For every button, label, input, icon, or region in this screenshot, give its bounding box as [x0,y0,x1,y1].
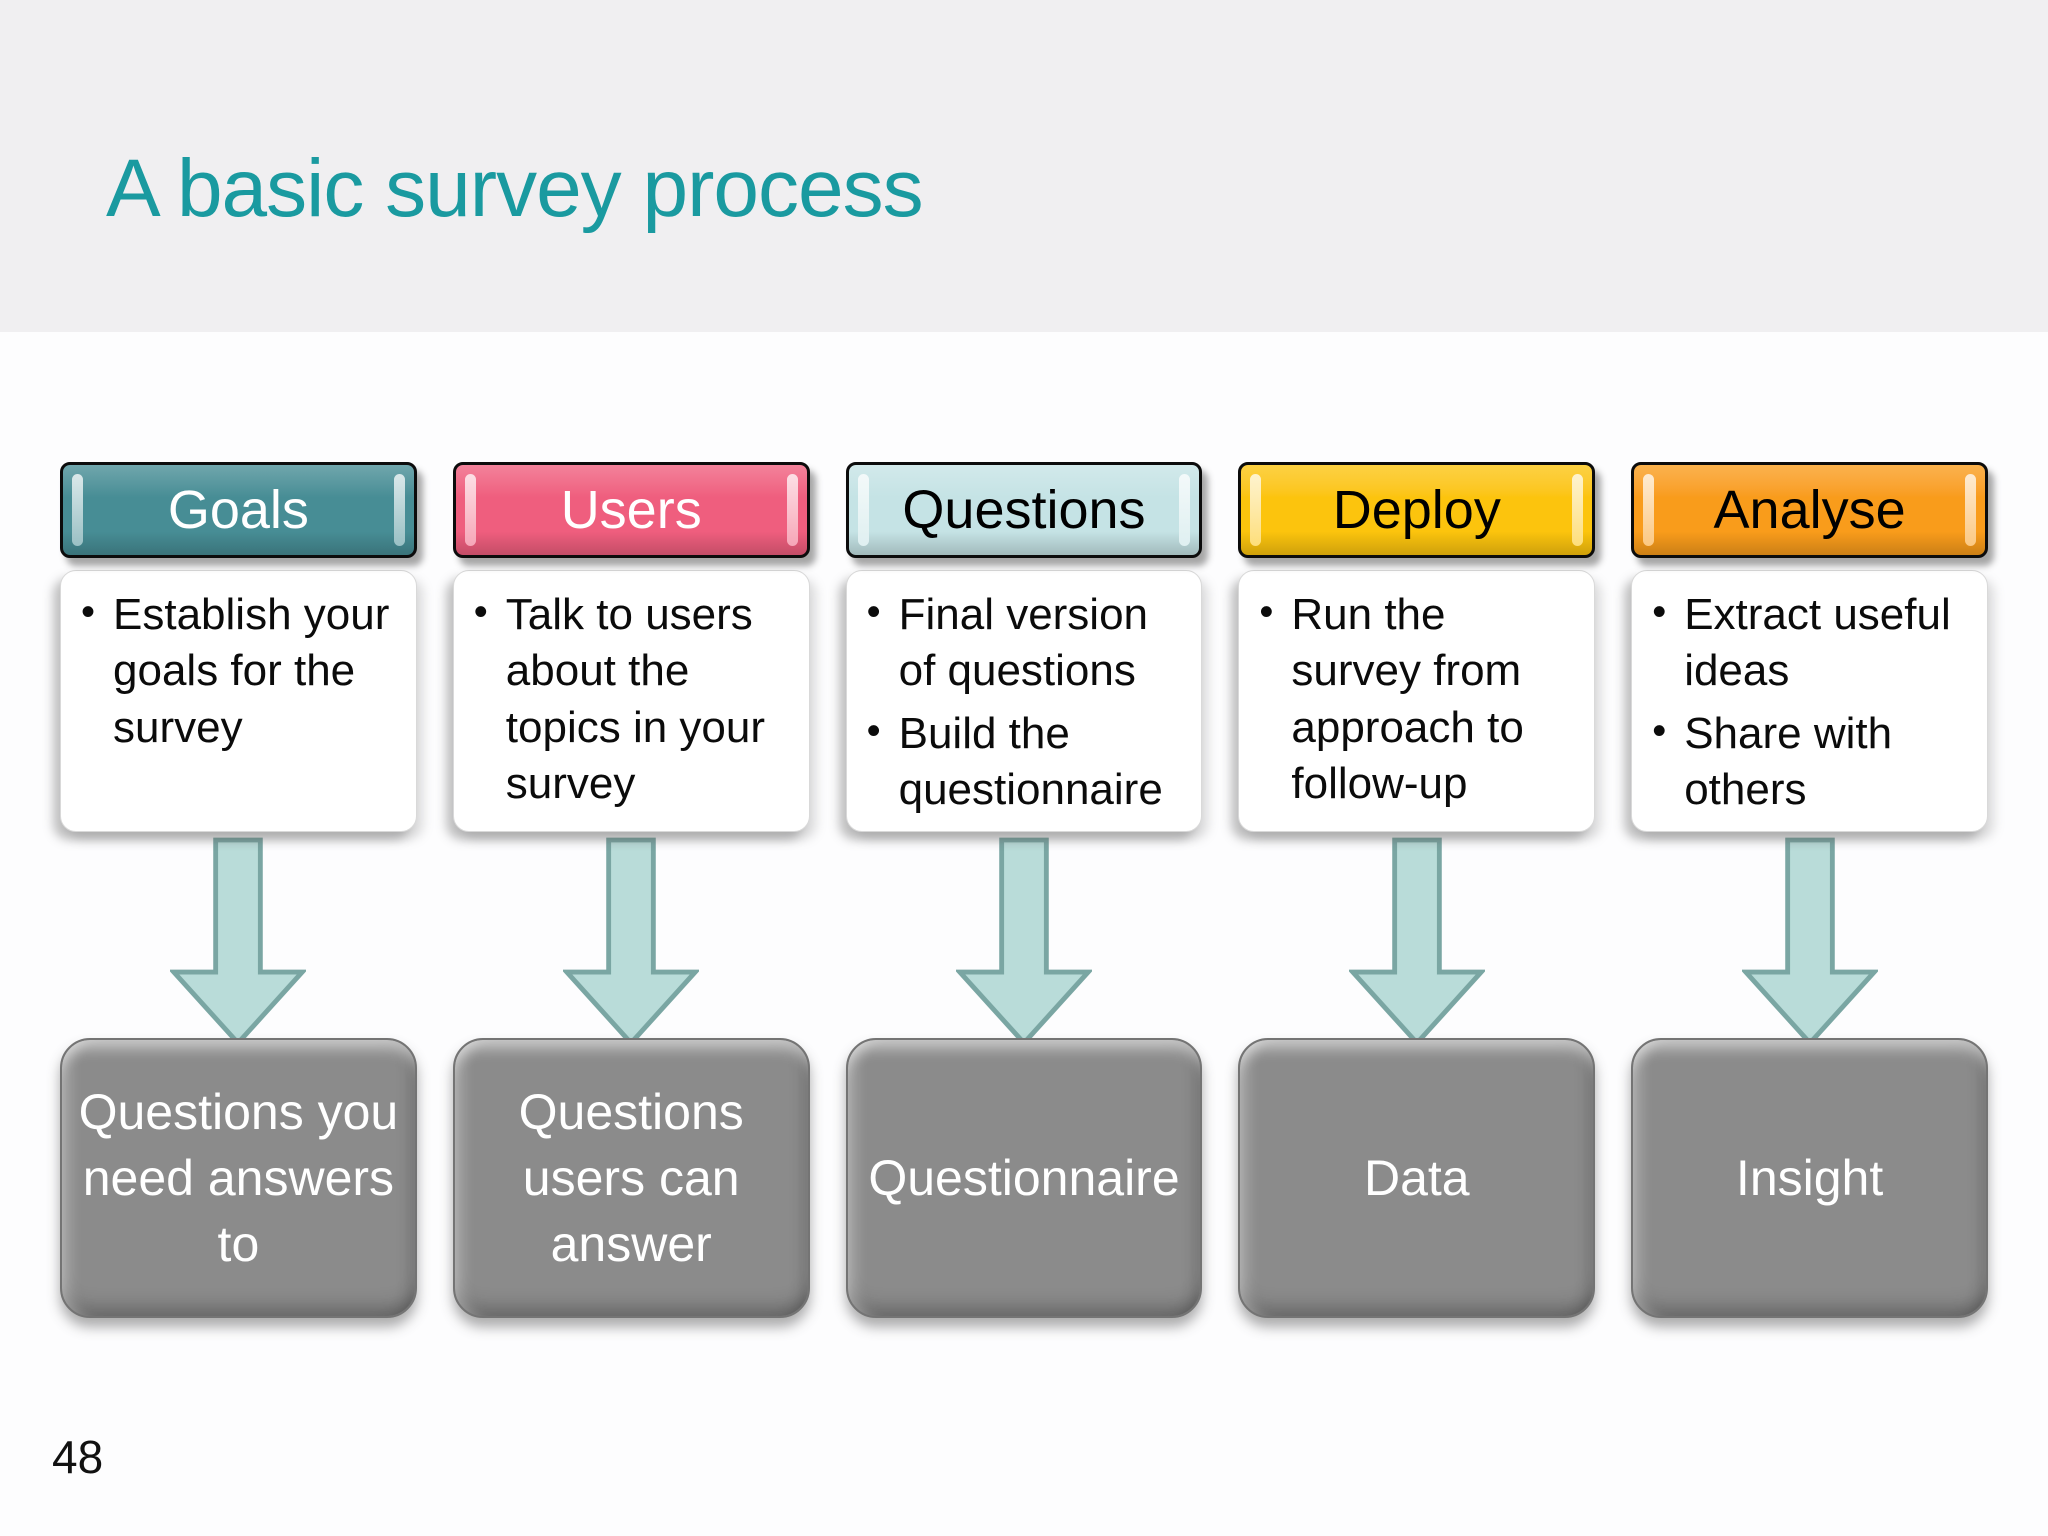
bullet-item: Extract useful ideas [1648,587,1973,700]
down-arrow-icon [1348,837,1485,1047]
output-box-analyse: Insight [1631,1038,1988,1318]
gloss-highlight [1964,474,1976,546]
stage-header-users: Users [452,462,810,558]
stage-header-label: Analyse [1713,480,1906,540]
stage-details-goals: Establish your goals for the survey [60,570,417,832]
output-label: Questions users can answer [518,1084,744,1272]
bullet-item: Build the questionnaire [863,706,1188,819]
down-arrow-icon [563,837,700,1047]
bullet-list: Run the survey from approach to follow-u… [1255,587,1580,812]
gloss-highlight [72,474,83,546]
gloss-highlight [1643,474,1655,546]
gloss-highlight [857,474,869,546]
output-label: Questionnaire [868,1150,1180,1206]
bullet-item: Run the survey from approach to follow-u… [1255,587,1580,812]
gloss-highlight [1179,474,1191,546]
title-band [0,0,2048,332]
slide-title: A basic survey process [106,143,924,234]
gloss-highlight [1250,474,1262,546]
down-arrow-icon [170,837,307,1047]
down-arrow-icon [1741,837,1878,1047]
process-column-deploy: Deploy Run the survey from approach to f… [1238,462,1596,1318]
process-columns: Goals Establish your goals for the surve… [60,462,1988,1318]
stage-header-questions: Questions [845,462,1203,558]
stage-details-analyse: Extract useful ideasShare with others [1631,570,1988,832]
process-column-users: Users Talk to users about the topics in … [452,462,810,1318]
bullet-list: Final version of questionsBuild the ques… [863,587,1188,818]
output-label: Data [1363,1150,1470,1206]
output-label: Insight [1735,1150,1884,1206]
stage-details-deploy: Run the survey from approach to follow-u… [1238,570,1596,832]
stage-header-label: Goals [167,480,309,540]
bullet-item: Share with others [1648,706,1973,819]
output-box-deploy: Data [1238,1038,1596,1318]
bullet-list: Talk to users about the topics in your s… [470,587,795,812]
bullet-list: Establish your goals for the survey [77,587,402,756]
stage-header-analyse: Analyse [1631,462,1988,558]
stage-header-label: Questions [902,480,1146,540]
gloss-highlight [393,474,405,546]
output-box-users: Questions users can answer [452,1038,810,1318]
page-number: 48 [52,1431,104,1483]
stage-details-questions: Final version of questionsBuild the ques… [845,570,1203,832]
process-column-analyse: Analyse Extract useful ideasShare with o… [1631,462,1988,1318]
output-label: Questions you need answers to [78,1084,399,1272]
output-box-questions: Questionnaire [845,1038,1203,1318]
stage-header-label: Users [560,480,702,540]
stage-header-label: Deploy [1332,480,1501,540]
bullet-item: Final version of questions [863,587,1188,700]
stage-header-goals: Goals [60,462,417,558]
output-box-goals: Questions you need answers to [60,1038,417,1318]
down-arrow-icon [955,837,1092,1047]
stage-header-deploy: Deploy [1238,462,1596,558]
bullet-list: Extract useful ideasShare with others [1648,587,1973,818]
bullet-item: Talk to users about the topics in your s… [470,587,795,812]
stage-details-users: Talk to users about the topics in your s… [452,570,810,832]
gloss-highlight [464,474,476,546]
bullet-item: Establish your goals for the survey [77,587,402,756]
process-column-goals: Goals Establish your goals for the surve… [60,462,417,1318]
gloss-highlight [786,474,798,546]
process-column-questions: Questions Final version of questionsBuil… [845,462,1203,1318]
gloss-highlight [1572,474,1584,546]
